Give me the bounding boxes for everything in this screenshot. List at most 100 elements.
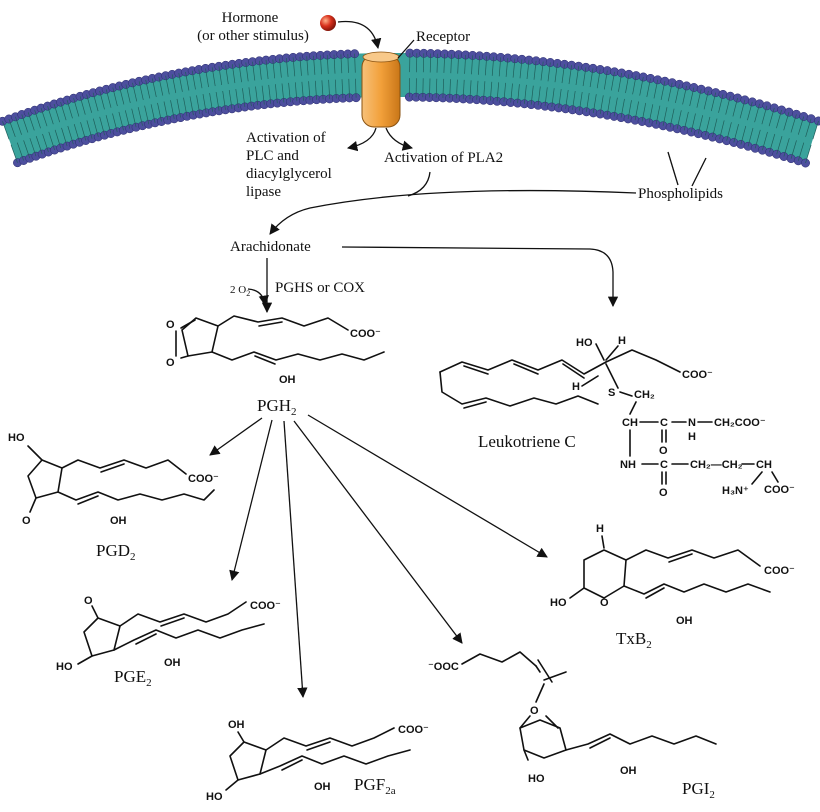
lipid-tail [682, 85, 687, 105]
pla2-to-arachidonate-arrow [407, 171, 431, 197]
lipid-tail [599, 95, 604, 115]
lipid-tail [632, 75, 637, 95]
svg-text:OH: OH [676, 615, 693, 627]
svg-text:O: O [659, 487, 668, 499]
plc-label-line-3: diacylglycerol [246, 166, 332, 182]
lipid-tail [726, 122, 732, 141]
hormone-sub-label: (or other stimulus) [197, 28, 309, 44]
lipid-tail [281, 83, 285, 103]
pgh2-structure: O O COO⁻ OH [166, 315, 385, 386]
receptor-label: Receptor [416, 29, 470, 45]
lipid-tail [248, 87, 252, 107]
svg-text:CH₂: CH₂ [634, 389, 655, 401]
svg-text:CH₂—CH₂: CH₂—CH₂ [690, 459, 743, 471]
lipid-tail [505, 57, 509, 77]
lipid-tail [768, 107, 775, 127]
lipid-tail [314, 80, 317, 100]
svg-text:HO: HO [8, 432, 25, 444]
svg-text:CH: CH [756, 459, 772, 471]
lipid-tail [805, 144, 812, 164]
lipid-tail [442, 78, 445, 98]
lipid-tail [582, 67, 587, 87]
lipid-tail [503, 82, 506, 102]
lipid-tail [48, 131, 55, 151]
lipid-tail [258, 60, 262, 80]
plc-label-line-1: Activation of [246, 130, 326, 146]
lipid-tail [689, 87, 695, 107]
lipid-tail [625, 74, 630, 94]
pgh2-to-pgd2-arrow [209, 417, 263, 456]
lipid-tail [144, 105, 150, 125]
pgd2-structure: HO O COO⁻ OH [8, 432, 219, 527]
lipid-tail [613, 97, 618, 117]
pge2-structure: O HO COO⁻ OH [56, 595, 281, 673]
pgf2a-label: PGF2a [354, 775, 396, 797]
svg-text:O: O [659, 445, 668, 457]
lipid-tail [60, 101, 67, 121]
lipid-tail [205, 68, 209, 88]
lipid-tail [99, 116, 105, 136]
lipid-tail [667, 82, 673, 102]
lipid-tail [530, 85, 534, 105]
svg-text:H: H [618, 335, 626, 347]
lipid-tail [646, 78, 651, 98]
lipid-tail [533, 60, 537, 80]
lipid-tail [634, 101, 639, 121]
lipid-tail [676, 110, 682, 129]
lipid-tail [118, 85, 125, 105]
lipid-tail [606, 96, 611, 116]
arachidonate-to-leukotriene-arrow [341, 246, 619, 308]
lipid-tail [2, 121, 10, 140]
lipid-tail [754, 103, 760, 123]
pghs-cox-label: PGHS or COX [275, 280, 365, 296]
svg-text:H: H [572, 381, 580, 393]
phospholipids-leader-1 [667, 151, 679, 186]
lipid-tail [603, 70, 608, 90]
lipid-tail [348, 78, 350, 98]
lipid-tail [526, 60, 530, 80]
plc-label-line-4: lipase [246, 184, 281, 200]
lipid-tail [215, 91, 220, 111]
lipid-tail [429, 78, 431, 98]
plc-label-line-2: PLC and [246, 148, 299, 164]
lipid-tail [279, 58, 282, 78]
svg-text:O: O [22, 515, 31, 527]
lipid-tail [255, 86, 259, 106]
pgi2-label: PGI2 [682, 779, 715, 801]
hormone-molecule [320, 15, 336, 31]
lipid-tail [326, 54, 329, 74]
lipid-tail [354, 53, 356, 73]
lipid-tail [355, 78, 357, 98]
lipid-tail [261, 85, 265, 105]
lipid-tail [648, 104, 654, 123]
svg-text:NH: NH [620, 459, 636, 471]
leukotriene-c-label: Leukotriene C [478, 432, 576, 451]
lipid-tail [202, 94, 207, 113]
lipid-tail [321, 80, 324, 100]
lipid-tail [191, 70, 196, 90]
lipid-tail [512, 58, 516, 78]
pgh2-to-txb2-arrow [307, 414, 548, 558]
lipid-tail [524, 84, 527, 104]
svg-text:COO⁻: COO⁻ [682, 369, 713, 381]
svg-text:H: H [688, 431, 696, 443]
lipid-tail [639, 76, 644, 96]
phospholipids-label: Phospholipids [638, 186, 723, 202]
lipid-tail [669, 108, 675, 128]
lipid-tail [40, 107, 48, 127]
lipid-tail [137, 107, 143, 126]
lipid-tail [747, 127, 754, 147]
svg-text:O: O [84, 595, 93, 607]
lipid-tail [157, 102, 162, 122]
lipid-tail [547, 62, 551, 82]
lipid-tail [178, 73, 183, 92]
lipid-tail [268, 84, 272, 104]
lipid-tail [183, 97, 188, 117]
lipid-tail [754, 129, 761, 149]
lipid-tail [47, 105, 54, 125]
svg-text:HO: HO [56, 661, 73, 673]
svg-text:OH: OH [314, 781, 331, 793]
lipid-tail [436, 53, 439, 73]
lipid-tail [449, 79, 451, 99]
lipid-tail [456, 79, 458, 99]
